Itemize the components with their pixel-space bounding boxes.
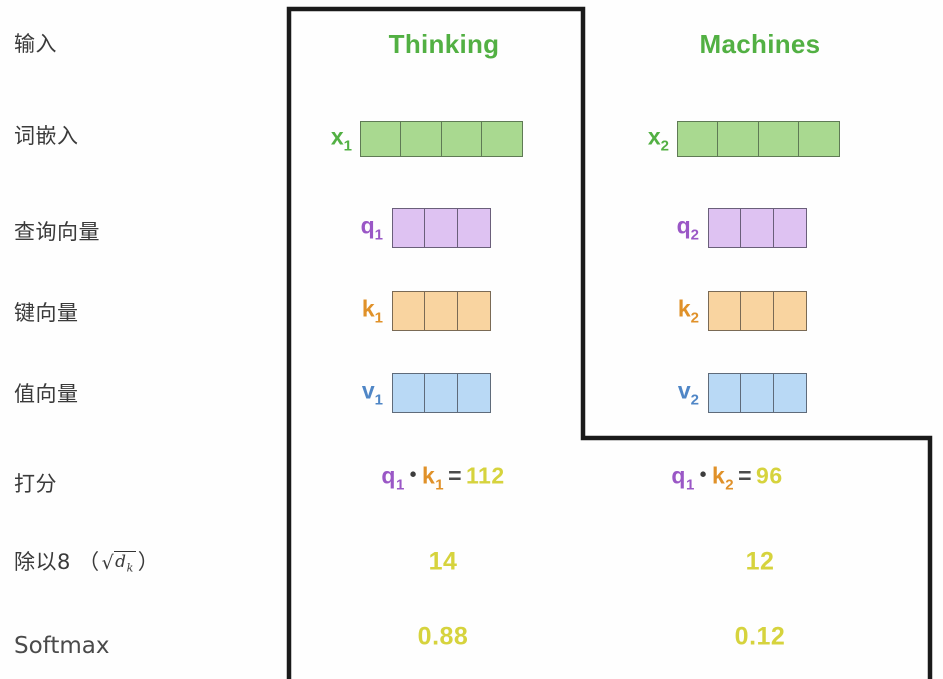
vector-cell — [424, 373, 459, 413]
vector-boxes-q1 — [392, 208, 491, 248]
vector-cell — [456, 208, 491, 248]
row-label-embedding: 词嵌入 — [14, 124, 79, 148]
vector-cell — [757, 121, 800, 157]
column-header-thinking: Thinking — [388, 29, 500, 59]
vector-cell — [481, 121, 524, 157]
vector-cell — [772, 373, 807, 413]
divided-value-col1: 14 — [428, 547, 458, 576]
dot-product-icon: • — [409, 464, 417, 486]
vector-cell — [456, 373, 491, 413]
score-q-label: q1 — [671, 462, 695, 494]
vector-cell — [740, 373, 775, 413]
radicand-d: d — [115, 551, 127, 572]
radicand-sub-k: k — [126, 561, 134, 575]
vector-label-k2: k2 — [677, 295, 699, 327]
score-k-label: k2 — [711, 462, 735, 494]
vector-cell — [424, 208, 459, 248]
divide-paren-open: （ — [78, 550, 100, 574]
row-label-divide: 除以8 （√dk） — [14, 546, 159, 576]
vector-label-v2: v2 — [677, 377, 699, 409]
vector-label-q2: q2 — [676, 212, 699, 244]
vector-cell — [360, 121, 402, 157]
vector-boxes-x1 — [360, 121, 524, 157]
vector-cell — [400, 121, 443, 157]
vector-cell — [772, 291, 807, 331]
vector-cell — [740, 291, 775, 331]
divided-value-col2: 12 — [745, 547, 775, 576]
divide-paren-close: ） — [137, 550, 160, 574]
vector-cell — [717, 121, 760, 157]
vector-cell — [708, 373, 742, 413]
vector-cell — [424, 291, 459, 331]
vector-cell — [772, 208, 807, 248]
row-label-key: 键向量 — [14, 301, 79, 325]
equals-sign: = — [448, 462, 463, 489]
sqrt-dk-formula: √dk — [101, 550, 136, 575]
softmax-value-col2: 0.12 — [734, 622, 786, 651]
vector-label-x2: x2 — [647, 123, 669, 155]
vector-cell — [798, 121, 841, 157]
vector-label-x1: x1 — [330, 123, 352, 155]
score-k-label: k1 — [421, 462, 445, 494]
score-q-label: q1 — [381, 462, 405, 494]
vector-boxes-v2 — [708, 373, 807, 413]
vector-cell — [456, 291, 491, 331]
equals-sign: = — [738, 462, 753, 489]
vector-boxes-v1 — [392, 373, 491, 413]
vector-cell — [708, 208, 742, 248]
radical-sign: √ — [101, 551, 115, 574]
vector-label-q1: q1 — [360, 212, 383, 244]
vector-label-k1: k1 — [361, 295, 383, 327]
vector-cell — [392, 208, 426, 248]
row-label-value: 值向量 — [14, 382, 79, 406]
vector-boxes-q2 — [708, 208, 807, 248]
radicand: dk — [114, 550, 136, 575]
row-label-score: 打分 — [14, 472, 57, 496]
vector-cell — [392, 291, 426, 331]
vector-label-v1: v1 — [361, 377, 383, 409]
vector-boxes-k2 — [708, 291, 807, 331]
vector-cell — [708, 291, 742, 331]
vector-cell — [440, 121, 483, 157]
dot-product-icon: • — [699, 464, 707, 486]
divide-text: 除以8 — [14, 550, 71, 574]
vector-cell — [740, 208, 775, 248]
score-value: 96 — [756, 462, 783, 489]
softmax-value-col1: 0.88 — [417, 622, 469, 651]
vector-cell — [677, 121, 719, 157]
score-value: 112 — [466, 462, 505, 489]
score-expression-col1: q1•k1=112 — [381, 463, 504, 494]
vector-boxes-k1 — [392, 291, 491, 331]
row-label-input: 输入 — [14, 32, 57, 56]
column-header-machines: Machines — [699, 29, 821, 59]
vector-cell — [392, 373, 426, 413]
row-label-query: 查询向量 — [14, 220, 100, 244]
vector-boxes-x2 — [677, 121, 841, 157]
score-expression-col2: q1•k2=96 — [671, 463, 782, 494]
row-label-softmax: Softmax — [14, 633, 110, 659]
